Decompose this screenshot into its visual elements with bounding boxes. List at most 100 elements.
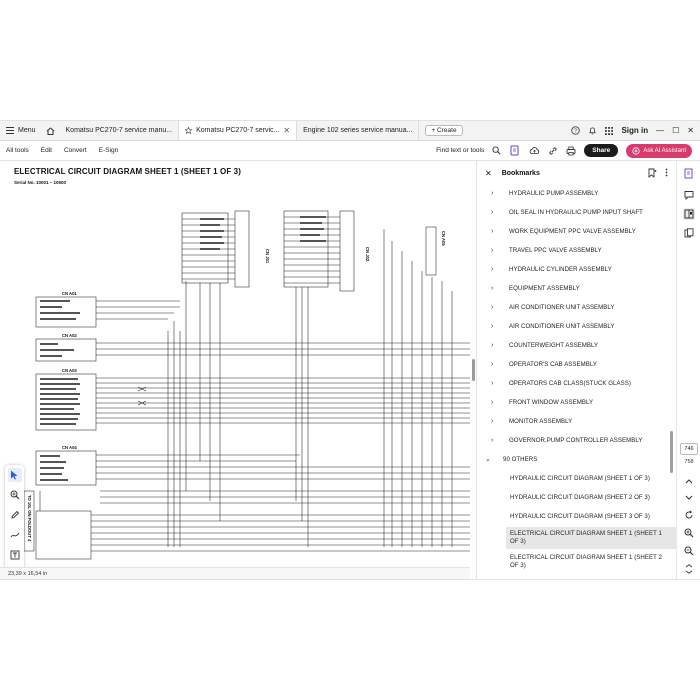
bookmark-item[interactable]: ›AIR CONDITIONER UNIT ASSEMBLY <box>491 323 615 330</box>
zoom-in-icon <box>684 528 694 538</box>
page-size-readout: 23,39 x 16,54 in <box>8 571 48 577</box>
bookmark-child-item[interactable]: HYDRAULIC CIRCUIT DIAGRAM (SHEET 2 OF 3) <box>510 494 650 501</box>
upload-cloud-icon[interactable] <box>529 146 540 155</box>
ai-assistant-label: Ask AI Assistant <box>643 147 686 154</box>
zoom-out-button[interactable] <box>683 545 695 557</box>
ai-doc-button[interactable] <box>509 145 521 157</box>
bookmark-item[interactable]: ›OIL SEAL IN HYDRAULIC PUMP INPUT SHAFT <box>491 209 643 216</box>
bookmark-item[interactable]: ›GOVERNOR,PUMP CONTROLLER ASSEMBLY <box>491 437 643 444</box>
bookmark-item[interactable]: ›OPERATOR'S CAB ASSEMBLY <box>491 361 597 368</box>
maximize-icon[interactable]: ☐ <box>672 126 680 135</box>
print-icon[interactable] <box>566 146 576 156</box>
chevron-right-icon[interactable]: › <box>491 285 494 292</box>
draw-tool[interactable] <box>8 528 22 542</box>
sign-in-button[interactable]: Sign in <box>621 126 649 135</box>
bookmark-item[interactable]: ›AIR CONDITIONER UNIT ASSEMBLY <box>491 304 615 311</box>
text-tool[interactable] <box>8 548 22 562</box>
bookmark-item[interactable]: ›HYDRAULIC PUMP ASSEMBLY <box>491 190 599 197</box>
document-page[interactable]: CN A01 CN A02 CN A03 CN A04 CN J01 CN J0… <box>0 161 470 567</box>
more-options-icon[interactable] <box>665 168 668 177</box>
tab-komatsu-1[interactable]: Komatsu PC270-7 service manu... <box>60 121 180 140</box>
chevron-right-icon[interactable]: › <box>491 399 494 406</box>
bookmark-child-item[interactable]: HYDRAULIC CIRCUIT DIAGRAM (SHEET 1 OF 3) <box>510 475 650 482</box>
menu-e-sign[interactable]: E-Sign <box>98 147 119 154</box>
chevron-right-icon[interactable]: › <box>491 342 494 349</box>
chevron-right-icon[interactable]: › <box>491 437 494 444</box>
bookmark-item[interactable]: ›HYDRAULIC CYLINDER ASSEMBLY <box>491 266 612 273</box>
ai-assistant-icon <box>632 146 640 155</box>
right-rail: 746 758 <box>676 161 700 579</box>
share-button[interactable]: Share <box>584 144 619 157</box>
zoom-in-button[interactable] <box>683 527 695 539</box>
chevron-down-icon <box>685 495 693 500</box>
chevron-right-icon[interactable]: › <box>491 228 494 235</box>
rotate-button[interactable] <box>683 509 695 521</box>
create-button[interactable]: + Create <box>425 125 463 136</box>
bookmark-item[interactable]: ›FRONT WINDOW ASSEMBLY <box>491 399 594 406</box>
edit-pdf-button[interactable] <box>683 167 695 179</box>
close-tab-icon[interactable]: ✕ <box>283 126 291 135</box>
minimize-icon[interactable]: — <box>656 126 665 135</box>
bookmark-child-item[interactable]: ELECTRICAL CIRCUIT DIAGRAM SHEET 1 (SHEE… <box>510 554 662 569</box>
close-panel-icon[interactable]: ✕ <box>485 168 492 178</box>
bell-icon[interactable] <box>588 126 597 135</box>
search-icon[interactable] <box>492 146 501 155</box>
page-down-button[interactable] <box>683 491 695 503</box>
bookmark-group-90-others[interactable]: ⌄90 OTHERS <box>485 456 538 463</box>
chevron-down-icon[interactable]: ⌄ <box>485 456 491 463</box>
pages-button[interactable] <box>683 227 695 239</box>
scroll-arrows-icon <box>685 564 693 574</box>
comment-button[interactable] <box>683 189 695 201</box>
menu-button[interactable]: Menu <box>0 121 42 140</box>
chevron-right-icon[interactable]: › <box>491 418 494 425</box>
chevron-right-icon[interactable]: › <box>491 361 494 368</box>
help-icon[interactable]: ? <box>571 126 581 135</box>
menu-edit[interactable]: Edit <box>40 147 52 154</box>
scroll-mode-button[interactable] <box>683 563 695 575</box>
chevron-right-icon[interactable]: › <box>491 323 494 330</box>
connector-label: CN A02 <box>62 333 77 338</box>
bookmark-item[interactable]: ›OPERATORS CAB CLASS(STUCK GLASS) <box>491 380 631 387</box>
bookmark-child-item[interactable]: HYDRAULIC CIRCUIT DIAGRAM (SHEET 3 OF 3) <box>510 513 650 520</box>
bookmark-list: ›HYDRAULIC PUMP ASSEMBLY ›OIL SEAL IN HY… <box>477 185 676 570</box>
tab-komatsu-2[interactable]: Komatsu PC270-7 servic... ✕ <box>179 121 298 140</box>
ai-assistant-button[interactable]: Ask AI Assistant <box>626 143 692 158</box>
page-up-button[interactable] <box>683 475 695 487</box>
chevron-right-icon[interactable]: › <box>491 304 494 311</box>
bookmark-item[interactable]: ›WORK EQUIPMENT PPC VALVE ASSEMBLY <box>491 228 636 235</box>
chevron-right-icon[interactable]: › <box>491 247 494 254</box>
scroll-thumb[interactable] <box>472 359 475 381</box>
star-icon <box>185 127 193 134</box>
bookmarks-toggle[interactable] <box>683 208 695 220</box>
bookmarks-scrollbar[interactable] <box>670 431 673 473</box>
bookmark-child-item-selected[interactable]: ELECTRICAL CIRCUIT DIAGRAM SHEET 1 (SHEE… <box>506 527 676 549</box>
home-icon <box>46 126 55 135</box>
chevron-right-icon[interactable]: › <box>491 380 494 387</box>
comment-tool[interactable] <box>8 508 22 522</box>
bookmark-item[interactable]: ›EQUIPMENT ASSEMBLY <box>491 285 580 292</box>
home-button[interactable] <box>42 121 60 140</box>
select-tool[interactable] <box>7 468 22 482</box>
add-bookmark-icon[interactable] <box>648 168 657 178</box>
chevron-right-icon[interactable]: › <box>491 266 494 273</box>
menu-convert[interactable]: Convert <box>63 147 87 154</box>
document-scrollbar[interactable] <box>471 161 476 567</box>
chevron-right-icon[interactable]: › <box>491 209 494 216</box>
close-window-icon[interactable]: ✕ <box>687 126 694 135</box>
link-icon[interactable] <box>548 146 558 156</box>
apps-grid-icon[interactable] <box>605 126 614 135</box>
bookmark-item[interactable]: ›MONITOR ASSEMBLY <box>491 418 573 425</box>
zoom-tool[interactable] <box>8 488 22 502</box>
zoom-icon <box>10 490 19 500</box>
page-number-input[interactable]: 746 <box>680 443 698 455</box>
bookmark-item[interactable]: ›TRAVEL PPC VALVE ASSEMBLY <box>491 247 602 254</box>
find-tools-label[interactable]: Find text or tools <box>436 147 485 154</box>
chevron-right-icon[interactable]: › <box>491 190 494 197</box>
menu-all-tools[interactable]: All tools <box>6 147 29 154</box>
bookmark-item[interactable]: ›COUNTERWEIGHT ASSEMBLY <box>491 342 599 349</box>
edit-document-icon <box>684 168 693 178</box>
serial-number: Serial No. 10001 – 10500 <box>14 180 67 185</box>
connector-label: CN A04 <box>62 445 77 450</box>
tab-engine-102[interactable]: Engine 102 series service manua... <box>297 121 420 140</box>
acrobat-window: Menu Komatsu PC270-7 service manu... Kom… <box>0 120 700 580</box>
